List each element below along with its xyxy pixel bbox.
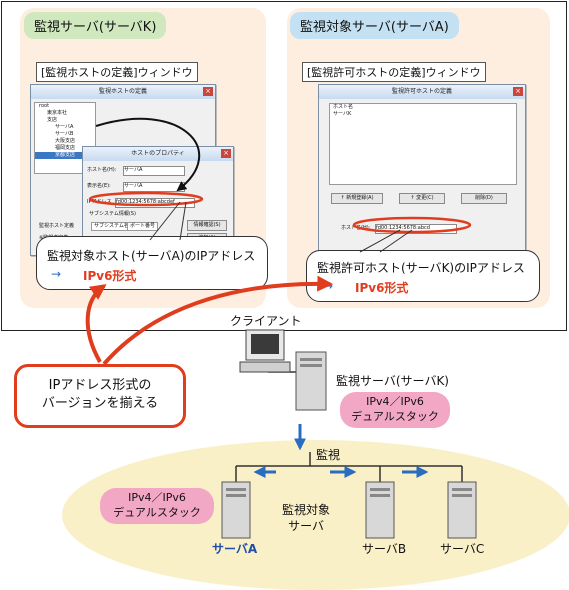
host-definition-titlebar: 監視ホストの定義 × bbox=[31, 85, 215, 99]
tree-item[interactable]: 福岡支店 bbox=[55, 145, 76, 151]
callout-left-highlight: IPv6形式 bbox=[83, 269, 137, 283]
display-name-label: 表示名(E): bbox=[87, 183, 111, 189]
server-a-label: サーバA bbox=[212, 542, 258, 556]
callout-left-arrow: → bbox=[51, 267, 62, 281]
permitted-host-titlebar: 監視許可ホストの定義 × bbox=[319, 85, 525, 99]
target-window-title: [監視許可ホストの定義]ウィンドウ bbox=[302, 62, 486, 82]
new-register-button[interactable]: ↑ 新規登録(A) bbox=[331, 193, 383, 204]
subsystem-col-port: ポート番号 bbox=[127, 222, 159, 231]
host-name-field[interactable]: サーバA bbox=[123, 166, 185, 176]
ip-highlight-left bbox=[88, 191, 204, 207]
tree-item[interactable]: 支店 bbox=[47, 117, 58, 123]
permitted-host-title: 監視許可ホストの定義 bbox=[391, 88, 452, 95]
tree-item[interactable]: root bbox=[39, 103, 50, 109]
target-server-tag: 監視対象サーバ(サーバA) bbox=[290, 12, 459, 39]
server-b-icon bbox=[365, 481, 395, 539]
callout-right: 監視許可ホスト(サーバK)のIPアドレス → IPv6形式 bbox=[306, 250, 540, 302]
server-b-label: サーバB bbox=[362, 542, 407, 556]
list-header: ホスト名 bbox=[333, 104, 354, 110]
server-c-label: サーバC bbox=[440, 542, 485, 556]
monitor-label: 監視 bbox=[316, 448, 341, 462]
callout-right-text: 監視許可ホスト(サーバK)のIPアドレス bbox=[317, 261, 525, 275]
ip-highlight-right bbox=[352, 216, 472, 234]
client-label: クライアント bbox=[230, 314, 302, 328]
align-ip-version-box: IPアドレス形式の バージョンを揃える bbox=[14, 364, 186, 428]
red-arrow-to-left bbox=[85, 284, 107, 363]
close-icon[interactable]: × bbox=[221, 149, 231, 158]
subsystem-group-label: サブシステム情報(S) bbox=[89, 211, 136, 217]
list-item[interactable]: サーバK bbox=[333, 111, 352, 117]
tree-item[interactable]: 京都支店 bbox=[35, 152, 95, 159]
permitted-host-list[interactable]: ホスト名 サーバK bbox=[329, 103, 517, 185]
host-name-label: ホスト名(H): bbox=[87, 167, 117, 173]
server-k-icon bbox=[295, 351, 327, 411]
tree-item[interactable]: 東京本社 bbox=[47, 110, 68, 116]
monitor-window-title: [監視ホストの定義]ウィンドウ bbox=[36, 62, 198, 82]
delete-button[interactable]: 削除(D) bbox=[461, 193, 507, 204]
tree-to-ip-arrow bbox=[95, 117, 201, 192]
client-pc-icon bbox=[239, 329, 291, 373]
server-k-label: 監視サーバ(サーバK) bbox=[336, 374, 449, 388]
host-name-label: ホスト名(H): bbox=[341, 225, 371, 231]
host-definition-title: 監視ホストの定義 bbox=[98, 88, 147, 95]
callout-left: 監視対象ホスト(サーバA)のIPアドレス → IPv6形式 bbox=[36, 236, 268, 290]
host-properties-titlebar: ホストのプロパティ × bbox=[83, 147, 233, 161]
red-arrow-to-right bbox=[102, 275, 334, 366]
monitor-server-tag: 監視サーバ(サーバK) bbox=[24, 12, 167, 39]
close-icon[interactable]: × bbox=[203, 87, 213, 96]
host-properties-title: ホストのプロパティ bbox=[131, 150, 185, 157]
callout-left-text: 監視対象ホスト(サーバA)のIPアドレス bbox=[47, 249, 256, 263]
server-c-icon bbox=[447, 481, 477, 539]
target-server-label: 監視対象 サーバ bbox=[282, 503, 331, 533]
info-check-button[interactable]: 情報確認(S) bbox=[187, 220, 227, 231]
host-definition-label: 監視ホスト定義 bbox=[39, 223, 75, 229]
tree-item[interactable]: 大阪支店 bbox=[55, 138, 76, 144]
callout-right-highlight: IPv6形式 bbox=[355, 281, 409, 295]
align-ip-version-text: IPアドレス形式の バージョンを揃える bbox=[41, 378, 159, 411]
dual-stack-a-badge: IPv4／IPv6 デュアルスタック bbox=[100, 488, 214, 524]
diagram-lines bbox=[85, 117, 477, 539]
server-a-icon bbox=[221, 481, 251, 539]
tree-item[interactable]: サーバA bbox=[55, 124, 74, 130]
close-icon[interactable]: × bbox=[513, 87, 523, 96]
change-button[interactable]: ↑ 変更(C) bbox=[399, 193, 445, 204]
tree-item[interactable]: サーバB bbox=[55, 131, 74, 137]
dual-stack-k-badge: IPv4／IPv6 デュアルスタック bbox=[340, 392, 450, 428]
